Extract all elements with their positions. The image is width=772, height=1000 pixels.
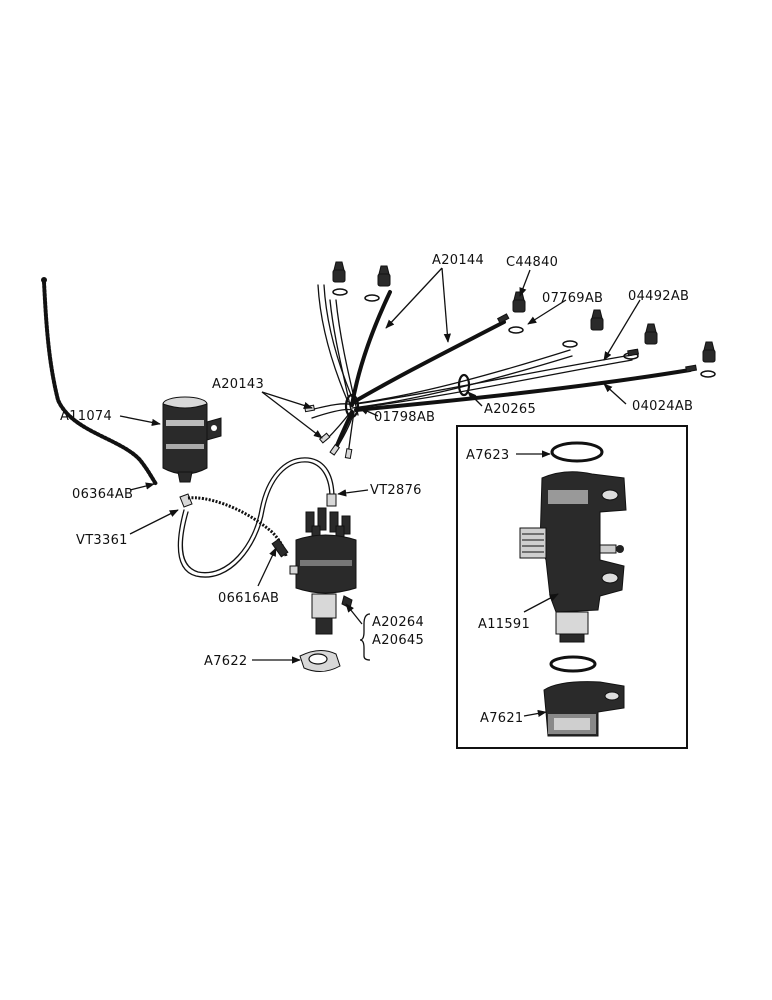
- coil-nut-vt3361: [179, 493, 193, 508]
- label-04492ab: 04492AB: [628, 289, 689, 304]
- spark-plug-wire-harness: [304, 261, 716, 460]
- part-labels: A20144 C44840 07769AB 04492AB A20143 017…: [60, 253, 693, 726]
- label-01798ab: 01798AB: [374, 410, 435, 425]
- spark-plug-terminal-3: [508, 291, 526, 334]
- label-a11591: A11591: [478, 617, 530, 632]
- high-tension-wire-vt2876: [177, 457, 337, 578]
- spark-plug-terminal-1: [332, 261, 348, 296]
- label-06616ab: 06616AB: [218, 591, 279, 606]
- spark-plug-terminal-6: [700, 341, 716, 378]
- o-ring-a7623: [550, 441, 604, 463]
- label-a20264: A20264: [372, 615, 424, 630]
- distributor: [289, 507, 357, 635]
- label-06364ab: 06364AB: [72, 487, 133, 502]
- label-a7621: A7621: [480, 711, 523, 726]
- label-a20265: A20265: [484, 402, 536, 417]
- label-vt2876: VT2876: [370, 483, 422, 498]
- label-a20144: A20144: [432, 253, 484, 268]
- label-a20143: A20143: [212, 377, 264, 392]
- wire-terminal-06616ab: [271, 538, 289, 558]
- label-04024ab: 04024AB: [632, 399, 693, 414]
- ground-strap: [41, 277, 158, 486]
- label-07769ab: 07769AB: [542, 291, 603, 306]
- spark-plug-terminal-5: [623, 323, 658, 360]
- spark-plug-terminal-2: [364, 265, 391, 302]
- o-ring-lower: [549, 655, 597, 673]
- label-a11074: A11074: [60, 409, 112, 424]
- label-a7622: A7622: [204, 654, 247, 669]
- primary-wire-06364ab: [187, 496, 288, 557]
- label-a20645: A20645: [372, 633, 424, 648]
- magneto-inset: [456, 425, 688, 749]
- label-c44840: C44840: [506, 255, 558, 270]
- wire-holder-01798ab: [344, 393, 360, 419]
- label-vt3361: VT3361: [76, 533, 128, 548]
- spark-plug-terminal-4: [562, 309, 604, 348]
- magneto-base-a7621: [543, 681, 625, 737]
- distributor-clamp-a7622: [299, 650, 341, 672]
- ignition-coil: [162, 396, 222, 483]
- leader-lines: [119, 267, 641, 718]
- magneto-a11591: [519, 471, 627, 643]
- label-a7623: A7623: [466, 448, 509, 463]
- wire-clip-a20265: [457, 373, 471, 397]
